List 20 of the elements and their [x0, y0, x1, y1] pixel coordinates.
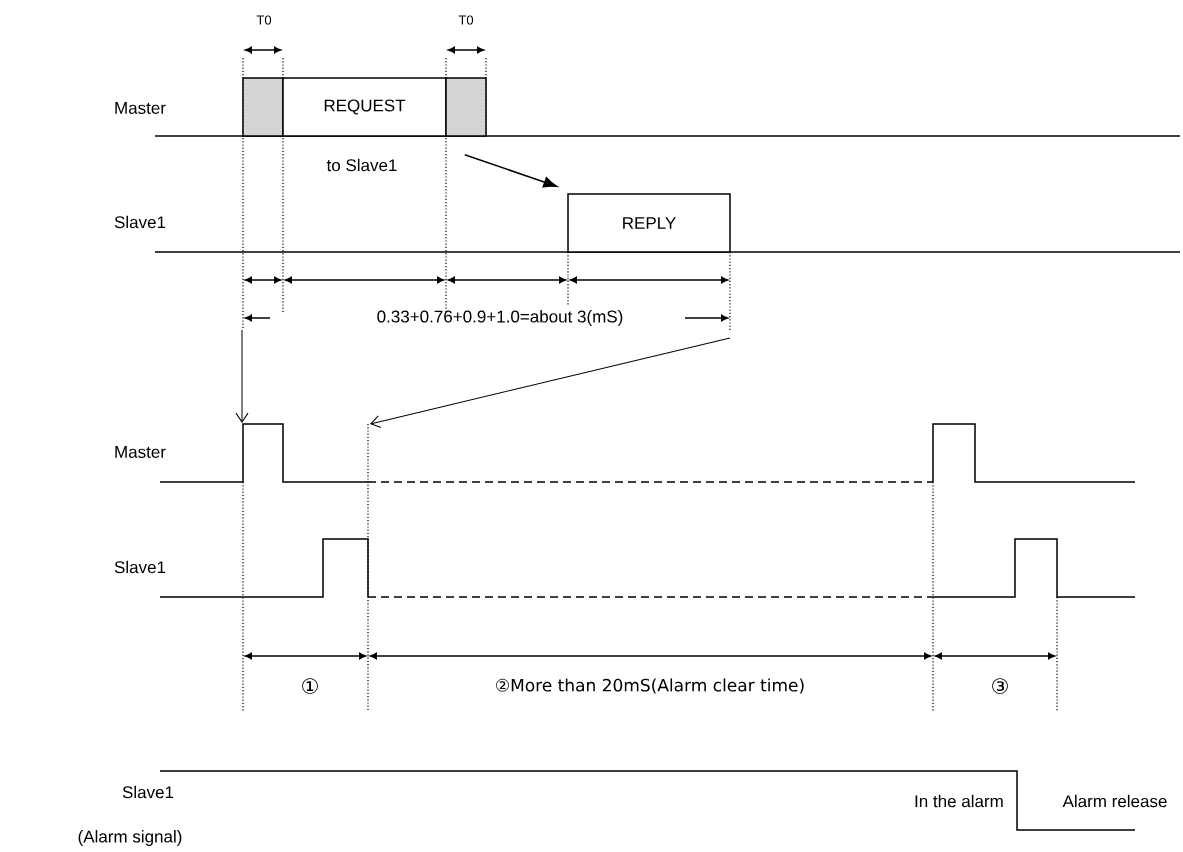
- label: Slave1: [114, 560, 166, 574]
- label: (Alarm signal): [78, 830, 182, 846]
- message-box: REQUEST: [282, 77, 447, 137]
- shaded-box: [242, 77, 284, 137]
- label: T0: [458, 15, 474, 25]
- label: Alarm release: [1062, 794, 1167, 808]
- label: Slave1: [114, 215, 166, 229]
- label: In the alarm: [915, 794, 1003, 808]
- label: Slave1: [122, 785, 174, 799]
- label: ②More than 20mS(Alarm clear time): [496, 678, 804, 694]
- label: Master: [115, 102, 166, 114]
- label: ①: [302, 678, 318, 694]
- label: Master: [115, 446, 166, 458]
- message-box: REPLY: [567, 193, 731, 253]
- shaded-box: [445, 77, 487, 137]
- arrow: [464, 154, 558, 188]
- label: ③: [992, 678, 1008, 694]
- label: T0: [256, 15, 272, 25]
- label: to Slave1: [326, 158, 397, 172]
- label: 0.33+0.76+0.9+1.0=about 3(mS): [377, 310, 623, 326]
